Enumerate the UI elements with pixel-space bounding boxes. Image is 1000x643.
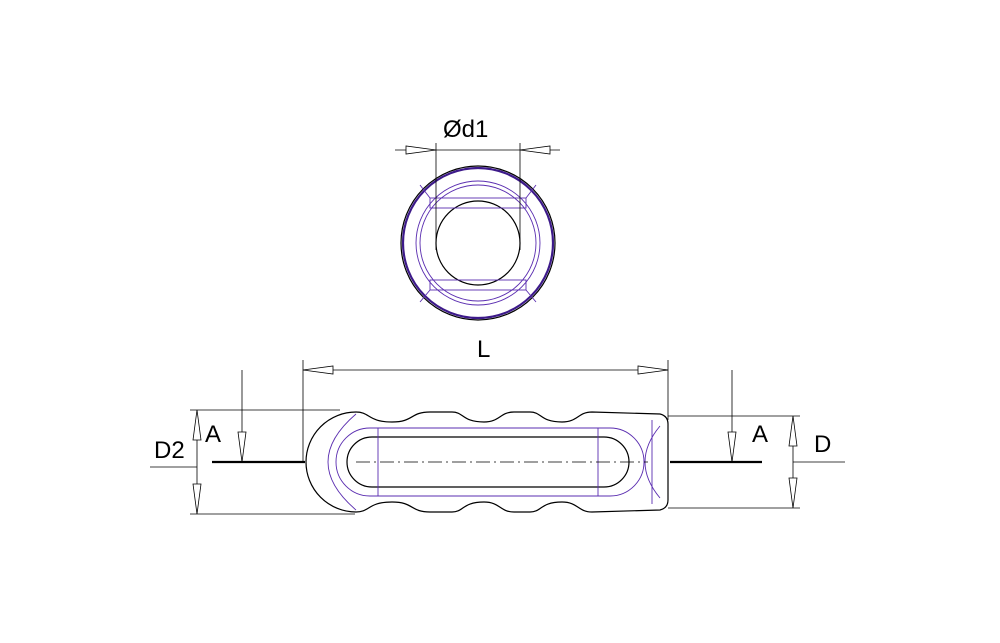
section-line: A A <box>205 370 768 464</box>
end-view-flat-bottom <box>429 279 527 291</box>
end-view-outer-ring <box>400 165 556 321</box>
dimension-arrow <box>788 477 798 509</box>
handle-outline <box>305 411 669 513</box>
dimension-arrow <box>788 415 798 447</box>
section-arrow <box>727 431 737 463</box>
handle-slot <box>346 436 630 488</box>
dimension-arrow <box>192 483 202 515</box>
dimension-arrow <box>405 145 437 155</box>
dimension-arrow <box>302 365 334 375</box>
dimension-arrow <box>637 365 669 375</box>
dimension-arrow <box>519 145 551 155</box>
side-view <box>305 411 669 513</box>
dimension-arrow <box>192 409 202 441</box>
bore-diameter-label: Ød1 <box>443 116 488 143</box>
section-arrow <box>237 431 247 463</box>
length-label: L <box>477 336 490 363</box>
end-view-inner-ring <box>419 184 537 302</box>
end-diameter-dimension: D2 <box>150 409 355 515</box>
section-label-right: A <box>752 421 768 448</box>
end-view-bore <box>435 200 521 286</box>
outer-diameter-label: D <box>814 431 831 458</box>
end-view-middle-ring <box>415 180 541 306</box>
bore-diameter-dimension: Ød1 <box>395 116 560 250</box>
section-label-left: A <box>205 421 221 448</box>
end-view-flat-top <box>429 197 527 209</box>
length-dimension: L <box>302 336 669 462</box>
end-view <box>400 165 556 321</box>
end-view-outer-ring-purple <box>401 166 555 320</box>
end-diameter-label: D2 <box>154 437 185 464</box>
outer-diameter-dimension: D <box>668 415 845 509</box>
handle-inner-contour <box>335 427 645 497</box>
